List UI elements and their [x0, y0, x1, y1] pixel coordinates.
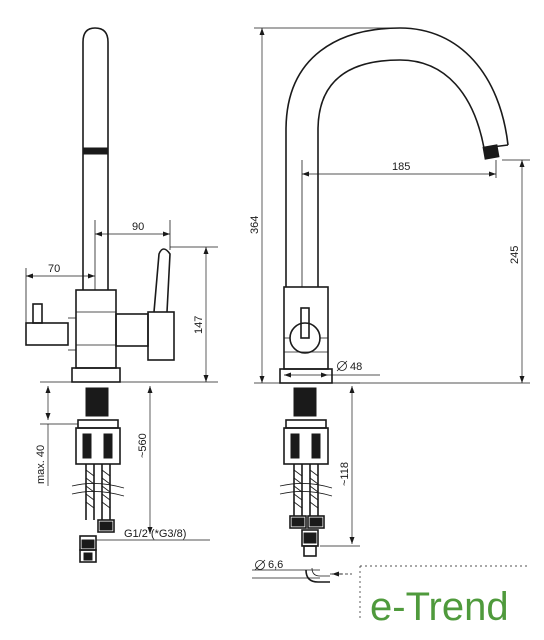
dim-front-560: ~560 [137, 433, 149, 458]
front-shank [85, 387, 109, 417]
dim-front-90: 90 [132, 221, 144, 233]
side-hose-bend [305, 569, 330, 583]
front-left-knob [25, 322, 69, 346]
dim-front-70: 70 [48, 263, 60, 275]
front-body [75, 289, 117, 369]
side-aerator [482, 144, 500, 160]
side-fitting-right [307, 515, 325, 529]
side-handle-lever [300, 307, 310, 339]
side-spout [285, 27, 509, 287]
dim-front-max40: max. 40 [35, 445, 47, 484]
front-nut [75, 427, 121, 465]
dim-side-66: 6,6 [268, 559, 283, 571]
side-cabinet-outline [359, 565, 530, 620]
brand-logo: e-Trend [370, 585, 509, 629]
side-shank [293, 387, 317, 417]
side-hose-right [309, 464, 319, 516]
side-view: 364 185 245 48 ~118 6,6 [249, 27, 530, 620]
brand-logo-text: e-Trend [370, 585, 509, 629]
dim-side-245: 245 [509, 246, 521, 264]
side-body [283, 286, 329, 370]
dim-side-48: 48 [350, 361, 362, 373]
front-aerator [83, 147, 108, 155]
side-nut [283, 427, 329, 465]
dim-side-185: 185 [392, 161, 410, 173]
front-knob-stem [32, 303, 43, 324]
front-fitting-right [97, 519, 115, 533]
front-lever-base [115, 313, 149, 347]
front-lever [153, 248, 171, 313]
dim-side-364: 364 [249, 216, 261, 234]
front-spout [82, 27, 109, 290]
side-fitting-left [289, 515, 307, 529]
dim-front-thread: G1/2 (*G3/8) [124, 528, 186, 540]
dim-front-147: 147 [193, 316, 205, 334]
side-break-mark [279, 483, 333, 497]
dim-side-118: ~118 [339, 462, 351, 486]
side-base-flange [279, 368, 333, 384]
side-hose-left [293, 464, 303, 516]
front-base-flange [71, 367, 121, 383]
front-lever-block [147, 311, 175, 361]
front-view: 90 70 147 max. 40 ~560 G1/2 (*G3/8) [25, 27, 218, 563]
front-break-mark [71, 483, 125, 497]
